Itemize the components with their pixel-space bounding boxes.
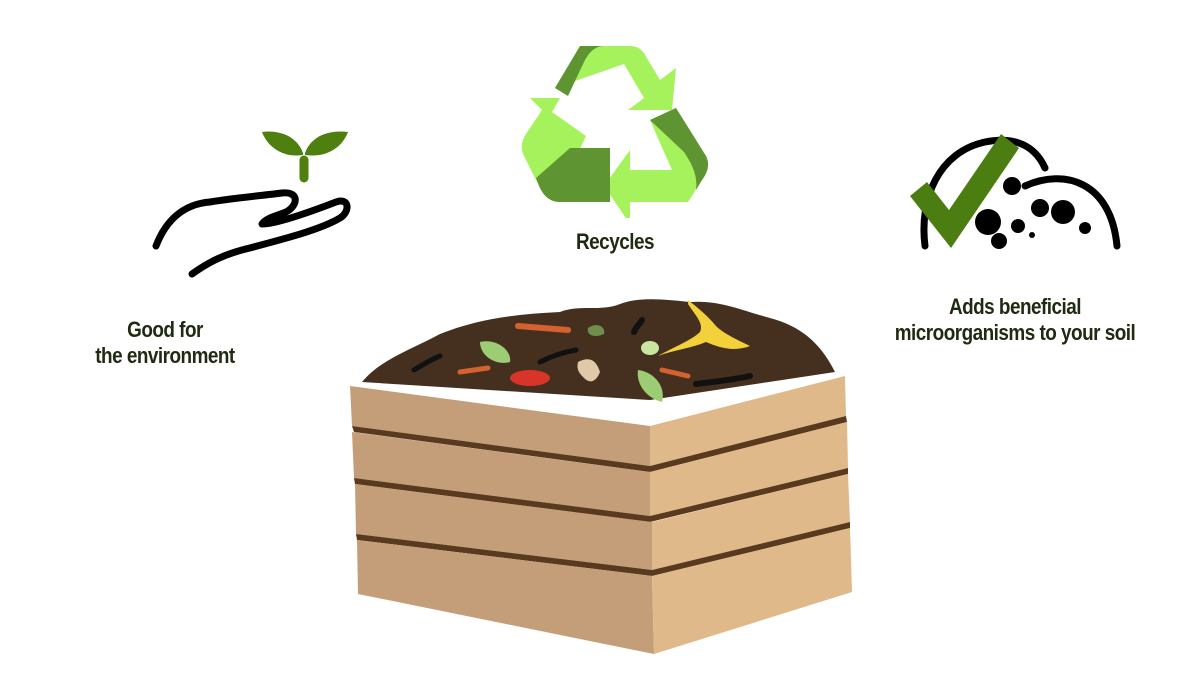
label-line: Recycles bbox=[576, 229, 654, 254]
benefit-label-environment: Good for the environment bbox=[58, 317, 273, 369]
soil-check-icon bbox=[905, 128, 1130, 258]
recycle-icon bbox=[520, 38, 710, 224]
hand-with-sprout-icon bbox=[150, 120, 360, 290]
compost-bin-icon bbox=[340, 290, 860, 670]
benefit-label-microorganisms: Adds beneficial microorganisms to your s… bbox=[865, 294, 1166, 346]
label-line: Adds beneficial bbox=[948, 294, 1082, 319]
label-line: microorganisms to your soil bbox=[894, 320, 1136, 345]
label-line: the environment bbox=[95, 343, 235, 368]
benefit-label-recycles: Recycles bbox=[525, 229, 706, 255]
label-line: Good for bbox=[127, 317, 203, 342]
